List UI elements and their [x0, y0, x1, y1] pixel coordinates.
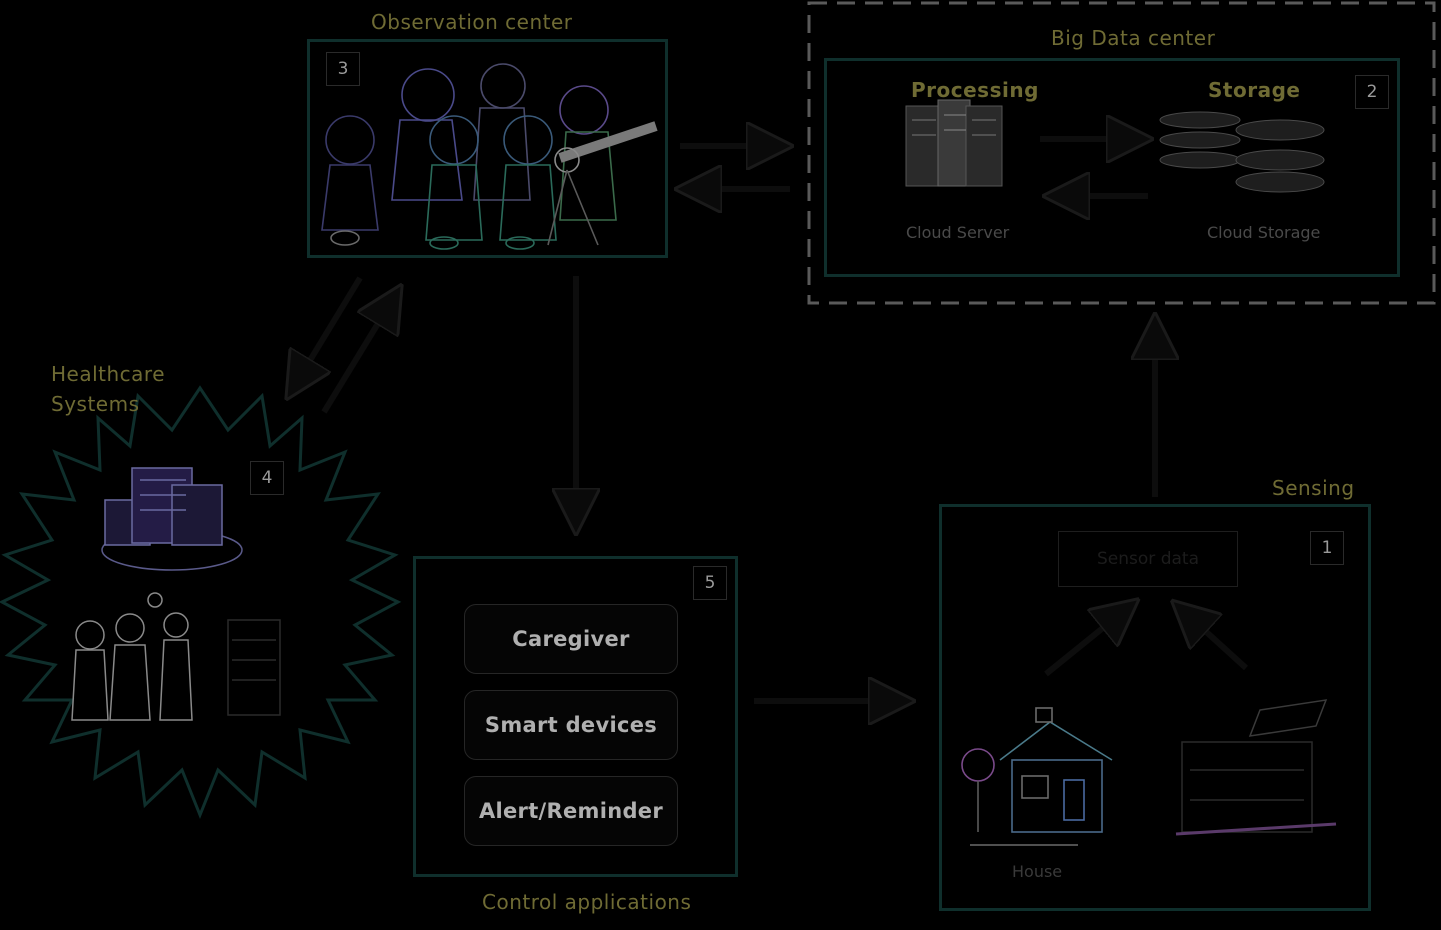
sensor-data-box: Sensor data	[1058, 531, 1238, 587]
cloud-storage-icon	[1159, 111, 1325, 193]
bigdata-dashed-frame	[807, 1, 1436, 305]
arrow-house-to-sensor	[1044, 606, 1130, 677]
healthcare-number-badge: 4	[250, 461, 284, 495]
cloud-server-icon	[905, 99, 1003, 187]
alert-reminder-button[interactable]: Alert/Reminder	[464, 776, 678, 846]
people-group-icon	[71, 592, 281, 721]
arrow-healthcare-to-obs	[321, 294, 396, 414]
cloud-server-caption: Cloud Server	[906, 223, 1010, 242]
smart-devices-button[interactable]: Smart devices	[464, 690, 678, 760]
sensing-title: Sensing	[1272, 476, 1355, 500]
house-caption: House	[1012, 862, 1063, 881]
storage-label: Storage	[1208, 78, 1301, 102]
control-number-badge: 5	[693, 566, 727, 600]
bigdata-center-title: Big Data center	[1051, 26, 1216, 50]
sensing-box	[939, 504, 1371, 911]
office-building-icon	[1175, 699, 1337, 836]
bigdata-number-badge: 2	[1355, 75, 1389, 109]
observation-center-box	[307, 39, 668, 258]
bigdata-inner-box	[824, 58, 1400, 277]
sensing-number-badge: 1	[1310, 531, 1344, 565]
caregiver-button[interactable]: Caregiver	[464, 604, 678, 674]
healthcare-title-line2: Systems	[51, 392, 140, 416]
control-applications-box	[413, 556, 738, 877]
house-icon	[961, 707, 1113, 846]
observation-center-title: Observation center	[371, 10, 573, 34]
arrow-building-to-sensor	[1180, 608, 1249, 671]
arrow-obs-to-healthcare	[292, 276, 363, 390]
observation-number-badge: 3	[326, 52, 360, 86]
processing-label: Processing	[911, 78, 1039, 102]
cloud-storage-caption: Cloud Storage	[1207, 223, 1321, 242]
hospital-icon	[101, 467, 243, 571]
control-applications-title: Control applications	[482, 890, 692, 914]
children-illustration	[321, 63, 658, 250]
healthcare-title-line1: Healthcare	[51, 362, 166, 386]
healthcare-starburst	[0, 385, 402, 820]
